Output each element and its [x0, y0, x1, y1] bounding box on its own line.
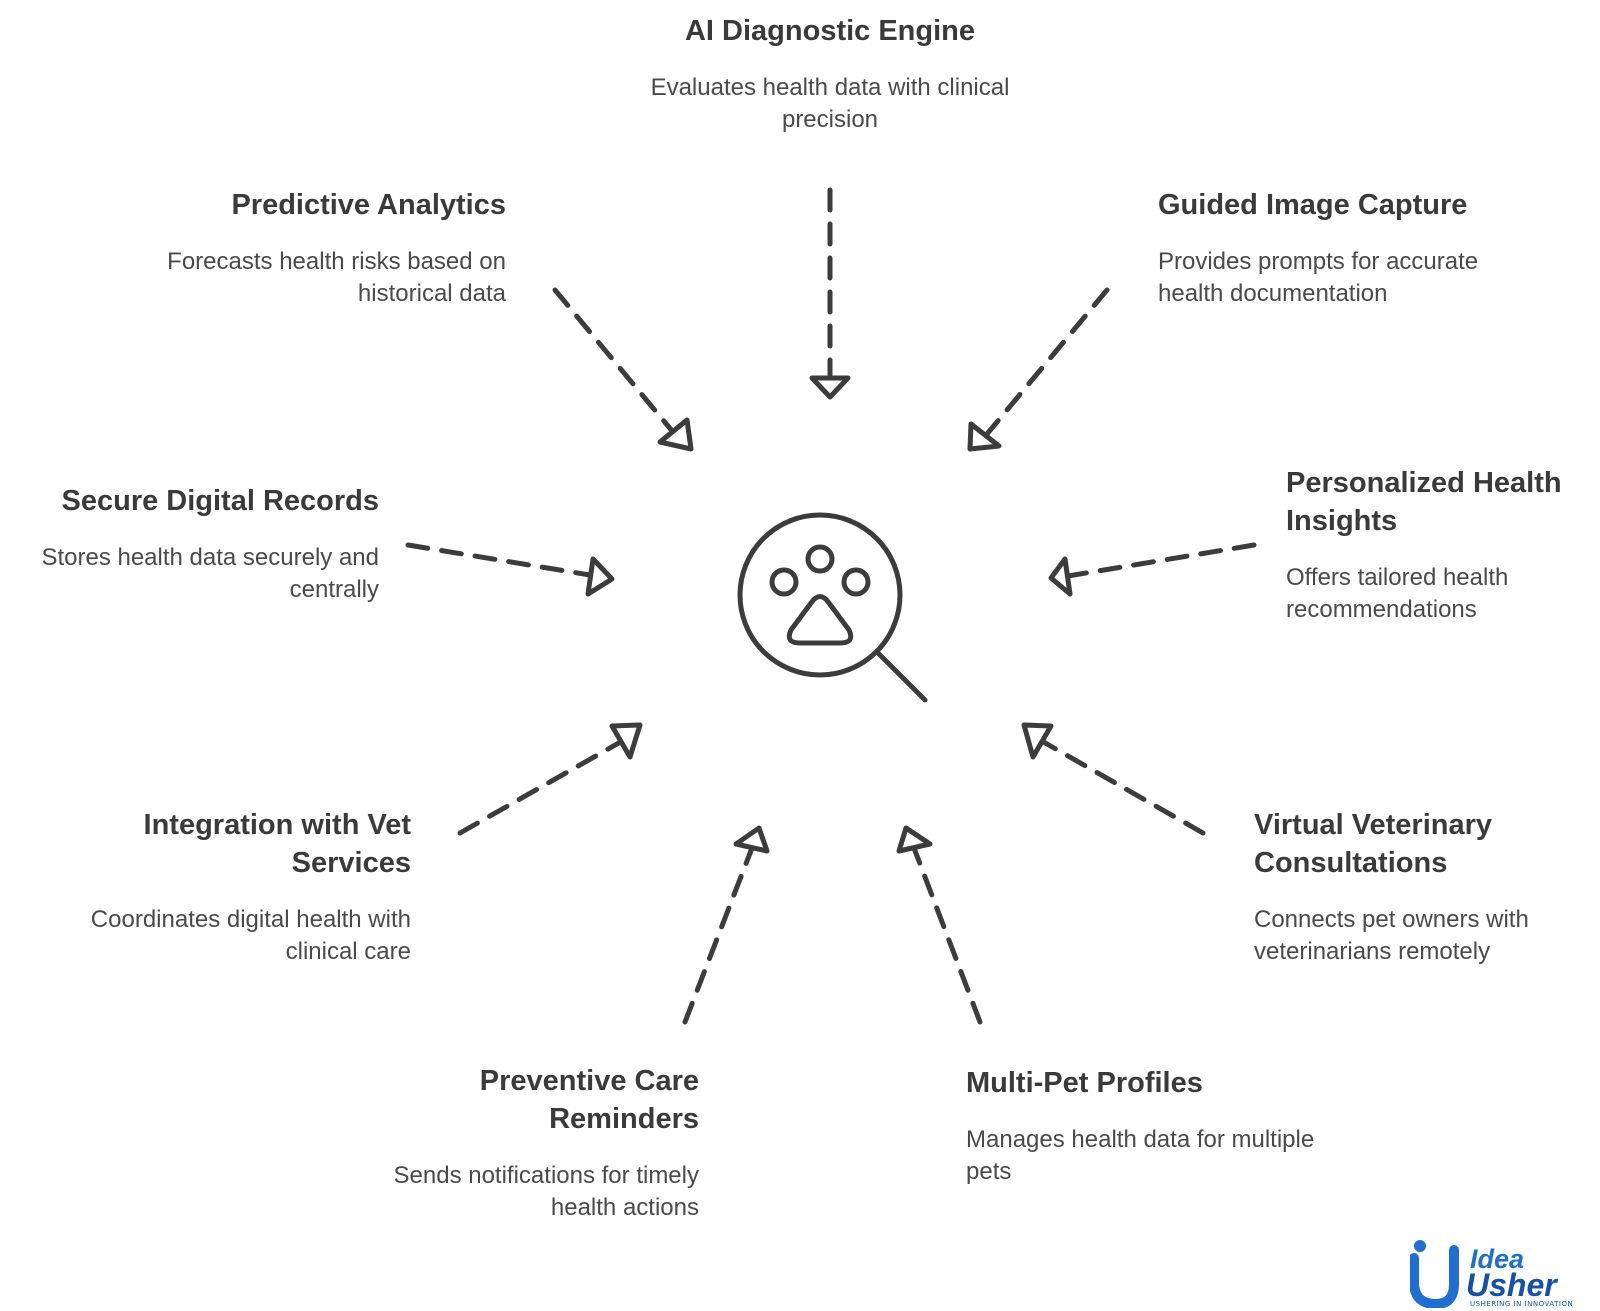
arrow-secure-digital-records	[405, 542, 615, 597]
arrow-multi-pet	[896, 825, 983, 1025]
feature-description: Manages health data for multiple pets	[966, 1126, 1315, 1185]
feature-title: Secure Digital Records	[61, 485, 380, 517]
feature-title: Preventive Care Reminders	[479, 1065, 699, 1135]
feature-description: Offers tailored health recommendations	[1286, 564, 1509, 623]
arrow-virtual-consultations	[1021, 722, 1206, 836]
feature-ai-diagnostic-engine: AI Diagnostic Engine Evaluates health da…	[610, 12, 1050, 136]
paw-magnifier-icon	[737, 512, 928, 703]
arrow-guided-image-capture	[967, 287, 1110, 452]
feature-title: Personalized Health Insights	[1286, 467, 1562, 537]
logo-text-idea: Idea	[1470, 1244, 1524, 1274]
feature-title: Integration with Vet Services	[143, 809, 411, 879]
feature-title: AI Diagnostic Engine	[684, 15, 976, 47]
feature-description: Sends notifications for timely health ac…	[393, 1162, 699, 1221]
feature-title: Guided Image Capture	[1158, 189, 1468, 221]
logo-text-usher: Usher	[1466, 1267, 1558, 1303]
feature-title: Predictive Analytics	[231, 189, 506, 221]
feature-description: Provides prompts for accurate health doc…	[1158, 248, 1479, 307]
arrow-preventive-care	[682, 825, 770, 1025]
feature-secure-digital-records: Secure Digital Records Stores health dat…	[0, 482, 379, 606]
feature-guided-image-capture: Guided Image Capture Provides prompts fo…	[1158, 186, 1528, 310]
feature-title: Multi-Pet Profiles	[966, 1067, 1203, 1099]
feature-preventive-care-reminders: Preventive Care Reminders Sends notifica…	[340, 1062, 699, 1224]
arrow-predictive-analytics	[552, 287, 694, 452]
feature-description: Coordinates digital health with clinical…	[90, 906, 411, 965]
feature-description: Stores health data securely and centrall…	[41, 544, 379, 603]
logo-mark-icon	[1410, 1240, 1459, 1308]
feature-personalized-health-insights: Personalized Health Insights Offers tail…	[1286, 464, 1586, 626]
feature-description: Connects pet owners with veterinarians r…	[1254, 906, 1529, 965]
idea-usher-logo: Idea Usher USHERING IN INNOVATION	[1410, 1240, 1573, 1308]
arrow-personalized-health	[1048, 542, 1257, 597]
feature-multi-pet-profiles: Multi-Pet Profiles Manages health data f…	[966, 1064, 1386, 1188]
logo-tagline: USHERING IN INNOVATION	[1470, 1300, 1573, 1308]
arrow-integration-vet	[457, 722, 643, 836]
feature-description: Forecasts health risks based on historic…	[167, 248, 506, 307]
feature-title: Virtual Veterinary Consultations	[1254, 809, 1493, 879]
feature-virtual-veterinary-consultations: Virtual Veterinary Consultations Connect…	[1254, 806, 1584, 968]
feature-description: Evaluates health data with clinical prec…	[650, 74, 1010, 133]
feature-integration-vet-services: Integration with Vet Services Coordinate…	[40, 806, 411, 968]
feature-predictive-analytics: Predictive Analytics Forecasts health ri…	[150, 186, 506, 310]
arrow-ai-diagnostic	[809, 187, 851, 400]
